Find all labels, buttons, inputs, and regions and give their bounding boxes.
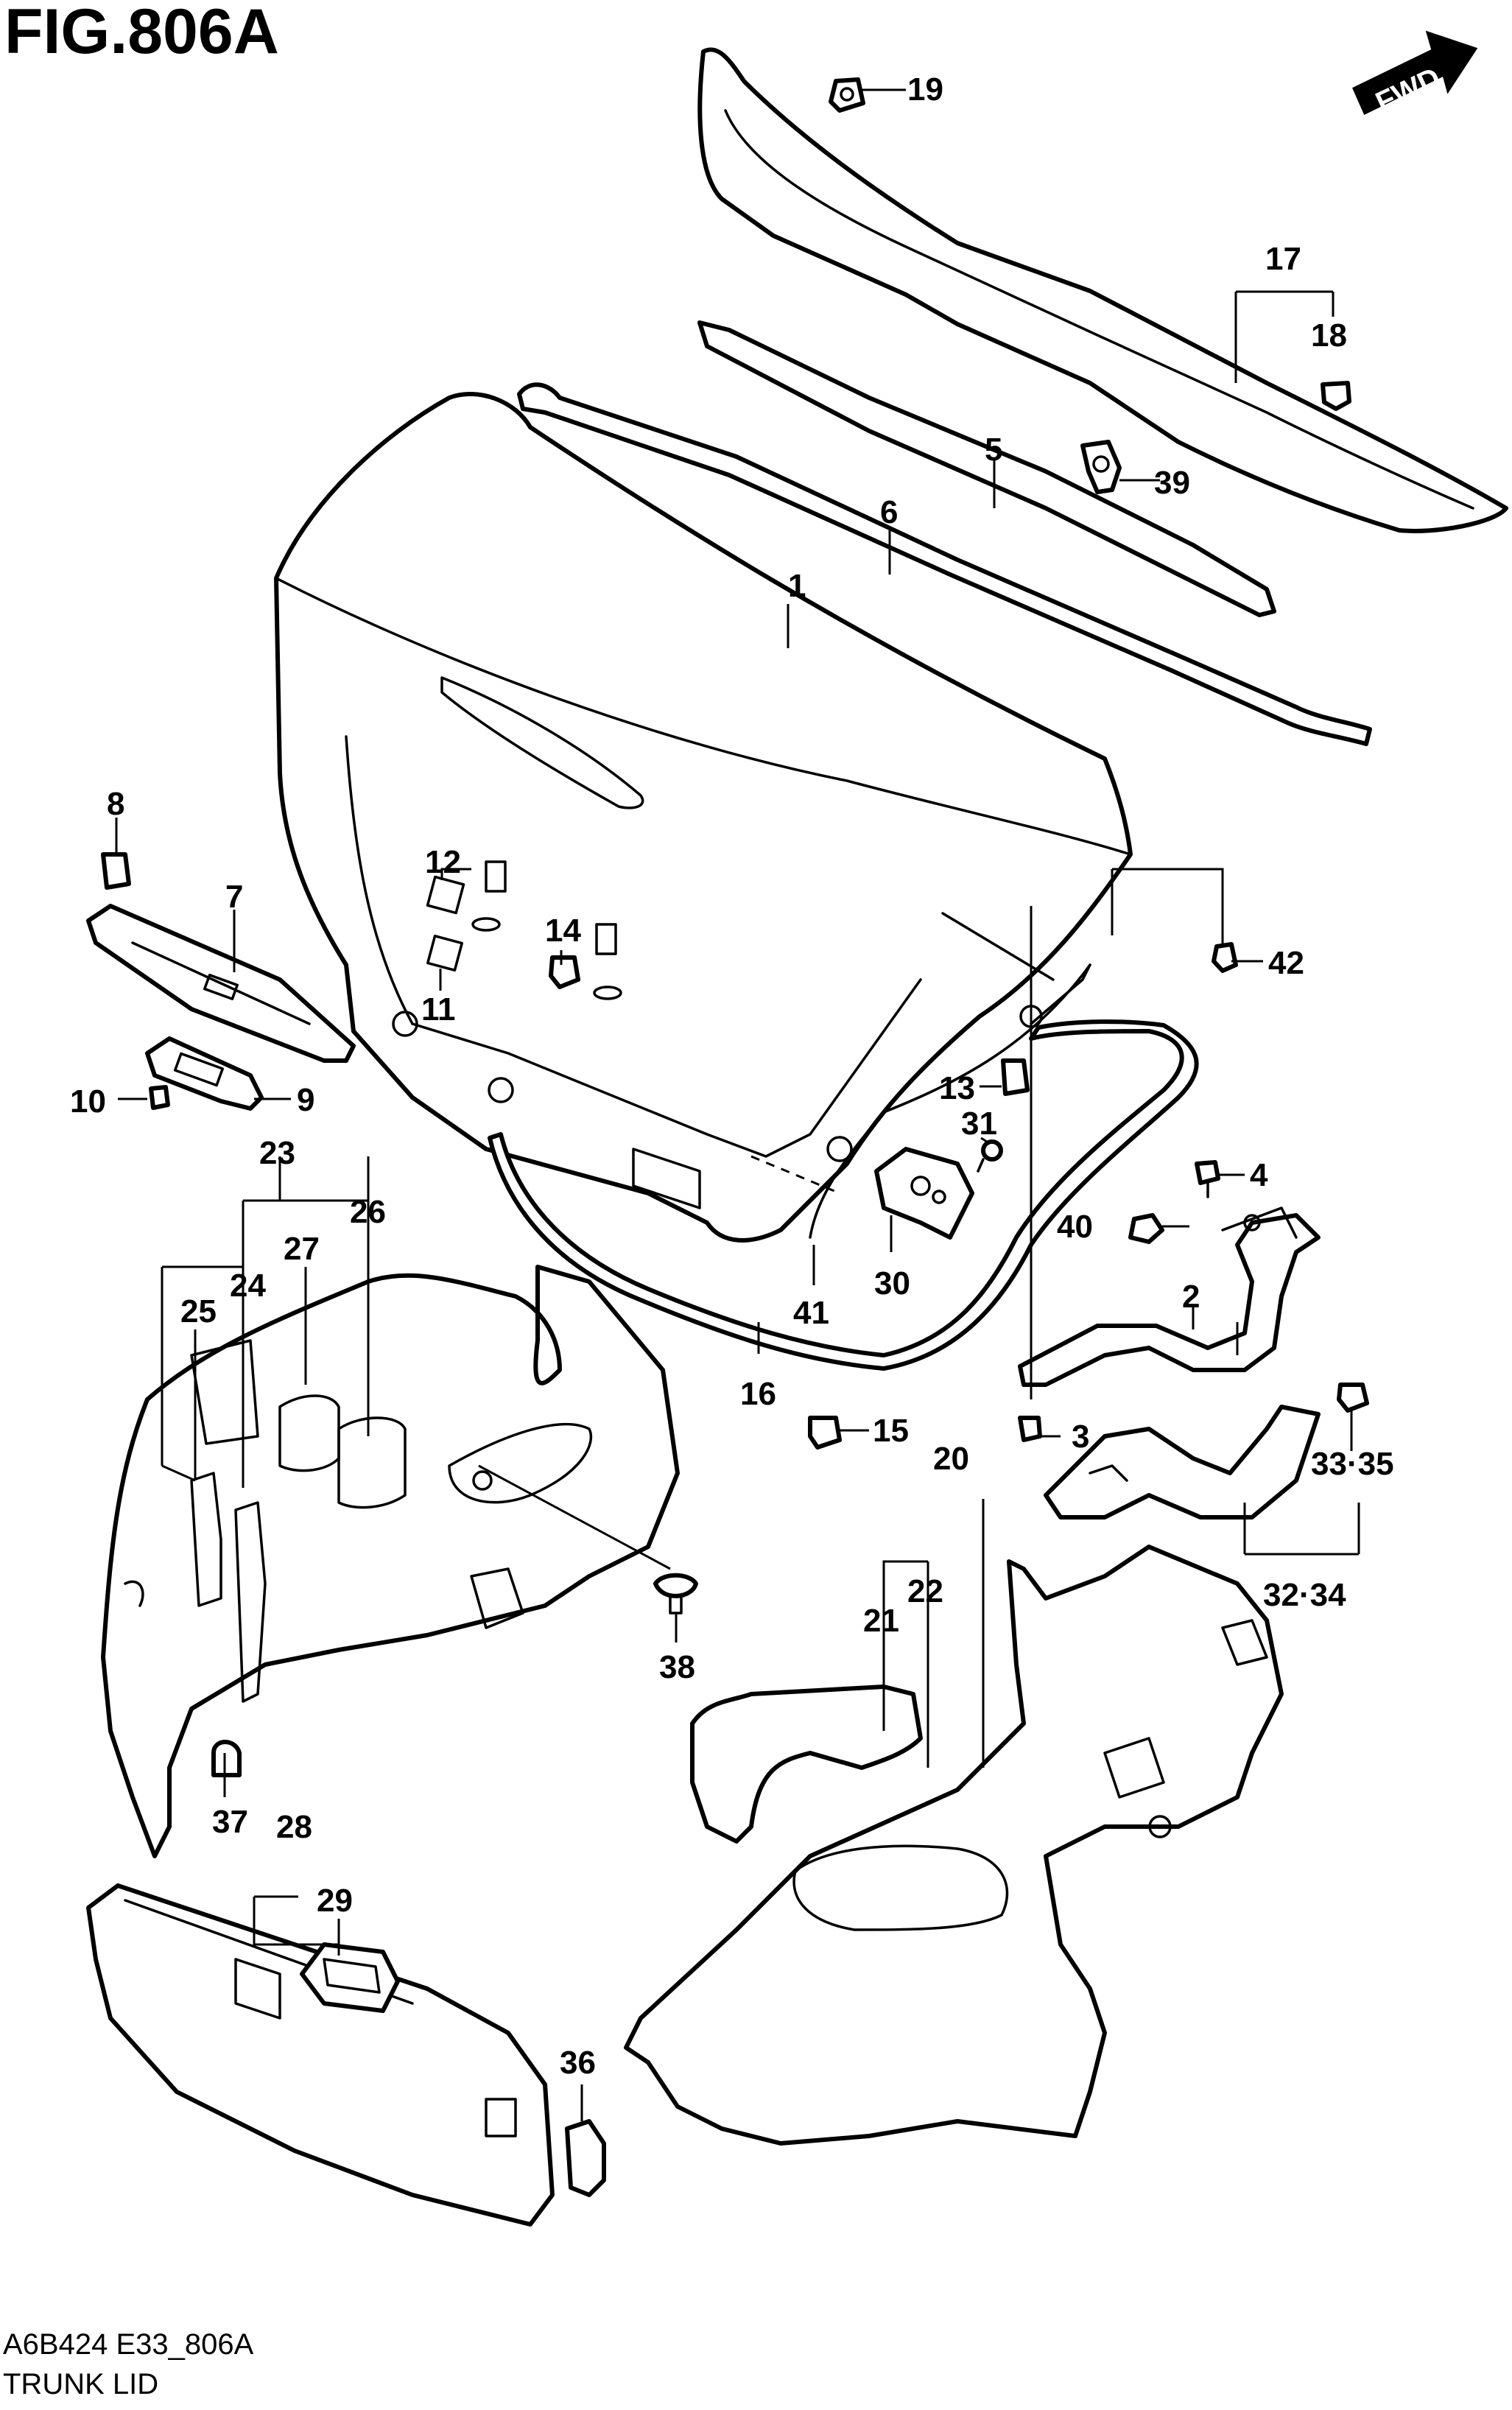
clip-37-drawing: [211, 1740, 242, 1777]
callout-33-35: 33·35: [1311, 1446, 1394, 1482]
bolt-31-drawing: [977, 1139, 1003, 1173]
screw-10-drawing: [149, 1085, 170, 1110]
callout-26: 26: [350, 1194, 386, 1230]
weatherstrip-16-drawing: [488, 1019, 1199, 1371]
callout-2: 2: [1182, 1279, 1200, 1315]
callout-23: 23: [259, 1135, 295, 1171]
callout-labels: 1 2 3 4 5 6 7 8 9 10 11 12 13 14 15 16 1…: [70, 71, 1394, 2081]
callout-31: 31: [961, 1106, 997, 1142]
hook-36-drawing: [565, 2119, 606, 2197]
callout-13: 13: [939, 1070, 975, 1106]
clip-19-drawing: [829, 77, 865, 113]
callout-14: 14: [545, 913, 581, 949]
diagram-caption: TRUNK LID: [3, 2368, 158, 2400]
callout-37: 37: [212, 1804, 248, 1840]
grommet-15-drawing: [808, 1416, 842, 1450]
clip-42-drawing: [1212, 942, 1238, 973]
screw-8-drawing: [101, 852, 131, 890]
callout-38: 38: [659, 1649, 695, 1685]
callout-25: 25: [180, 1293, 217, 1329]
trunk-lid-drawing: [274, 392, 1133, 1243]
callout-32-34: 32·34: [1263, 1577, 1346, 1613]
spoiler-drawing: [697, 47, 1508, 533]
callout-7: 7: [225, 879, 243, 915]
diagram-code: A6B424 E33_806A: [3, 2328, 254, 2361]
leader-lines: [115, 88, 1360, 2121]
callout-12: 12: [425, 844, 461, 880]
callout-41: 41: [793, 1295, 829, 1331]
callout-22: 22: [907, 1573, 943, 1609]
callout-6: 6: [880, 494, 898, 530]
lock-30-drawing: [874, 1147, 974, 1240]
figure-title: FIG.806A: [4, 0, 279, 67]
cable-41-drawing: [809, 963, 1091, 1239]
side-trim-20-drawing: [624, 1545, 1284, 2146]
callout-27: 27: [284, 1231, 320, 1267]
callout-40: 40: [1057, 1209, 1093, 1245]
bumper-13-drawing: [1001, 1058, 1030, 1096]
garnish-7-drawing: [86, 904, 356, 1063]
bolt-4-drawing: [1195, 1160, 1220, 1198]
fwd-arrow-icon: FWD: [1352, 30, 1478, 119]
sill-plate-28-drawing: [86, 1883, 555, 2227]
callout-42: 42: [1268, 945, 1304, 981]
hinge-2-drawing: [1018, 1206, 1321, 1387]
callout-28: 28: [276, 1809, 312, 1845]
seal-5-drawing: [697, 320, 1276, 617]
callout-20: 20: [933, 1441, 969, 1477]
callout-3: 3: [1072, 1419, 1089, 1455]
callout-18: 18: [1311, 317, 1347, 354]
callout-30: 30: [874, 1265, 910, 1301]
callout-36: 36: [560, 2045, 596, 2081]
callout-9: 9: [297, 1082, 314, 1118]
callout-16: 16: [740, 1376, 776, 1412]
callout-10: 10: [70, 1083, 106, 1120]
callout-19: 19: [907, 71, 943, 108]
strip-6-drawing: [517, 382, 1372, 746]
callout-29: 29: [317, 1883, 353, 1919]
callout-24: 24: [230, 1268, 266, 1304]
nut-40-drawing: [1128, 1213, 1164, 1244]
handle-9-drawing: [145, 1036, 264, 1111]
callout-17: 17: [1265, 241, 1301, 277]
screw-18-drawing: [1321, 381, 1351, 411]
grommet-14-drawing: [549, 955, 580, 989]
clip-33-35-drawing: [1337, 1383, 1369, 1413]
callout-1: 1: [788, 568, 806, 604]
trunk-trim-23-drawing: [101, 1265, 680, 1858]
hinge-bracket-32-34-drawing: [1044, 1405, 1321, 1520]
callout-15: 15: [873, 1413, 909, 1449]
callout-21: 21: [863, 1603, 899, 1639]
bracket-39-drawing: [1080, 440, 1122, 494]
clip-38-drawing: [653, 1573, 698, 1615]
callout-11: 11: [421, 991, 456, 1027]
callout-8: 8: [107, 786, 124, 822]
callout-5: 5: [985, 432, 1002, 468]
callout-39: 39: [1154, 465, 1190, 501]
callout-4: 4: [1250, 1157, 1268, 1193]
